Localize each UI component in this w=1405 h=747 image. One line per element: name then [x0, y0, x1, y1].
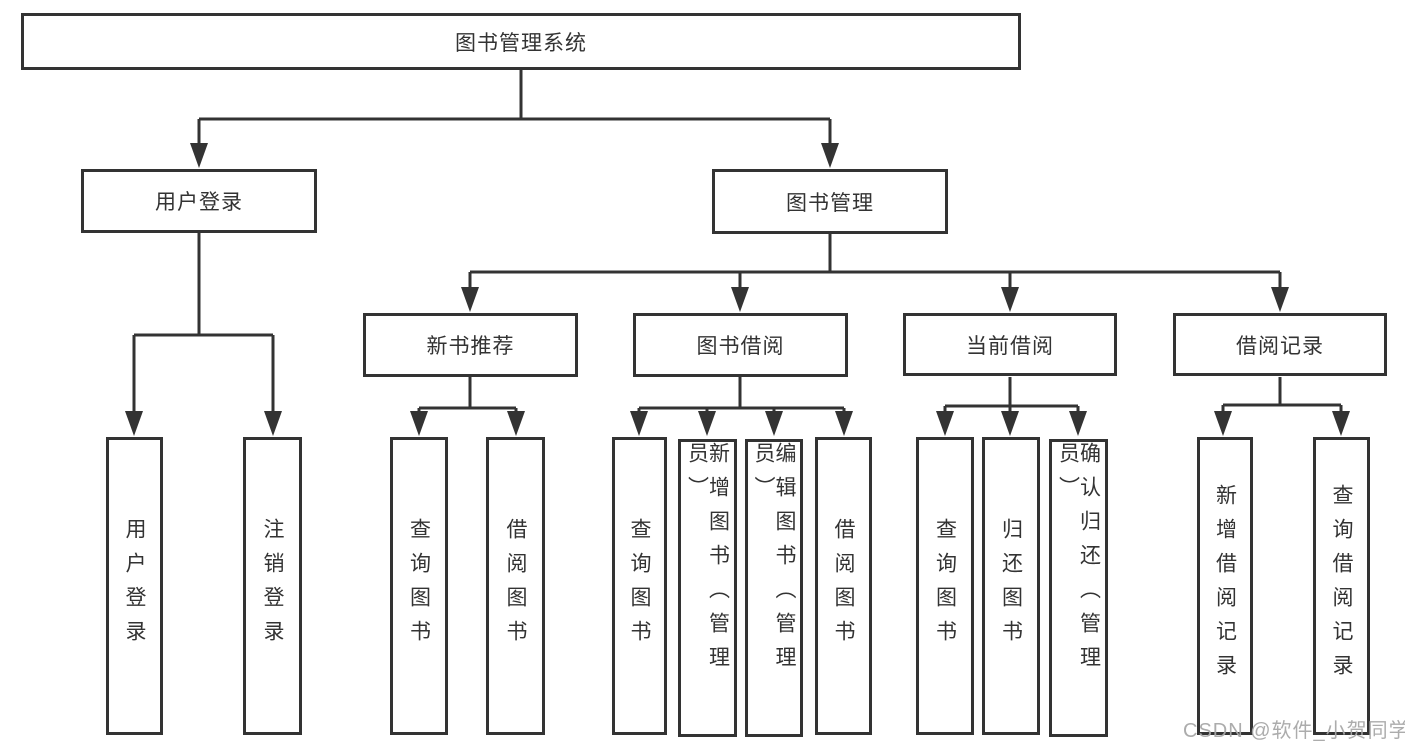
node-borrow-record: 借阅记录 [1173, 313, 1387, 376]
connector-new-book-children [417, 377, 518, 414]
leaf-add-borrow-record: 新增借阅记录 [1197, 437, 1253, 735]
leaf-confirm-return-admin: 确认归还（管理员） [1049, 439, 1108, 737]
node-new-book-recommend: 新书推荐 [363, 313, 578, 377]
node-book-borrow: 图书借阅 [633, 313, 848, 377]
connector-user-login-children [132, 233, 275, 413]
leaf-query-book-1: 查询图书 [390, 437, 448, 735]
leaf-edit-book-admin: 编辑图书（管理员） [745, 439, 803, 737]
connector-book-mgmt-sections [468, 234, 1282, 289]
leaf-query-book-2: 查询图书 [612, 437, 667, 735]
connector-current-borrow-children [943, 377, 1080, 414]
arrowheads [125, 143, 1350, 436]
node-root-library-system: 图书管理系统 [21, 13, 1021, 70]
leaf-add-book-admin: 新增图书（管理员） [678, 439, 737, 737]
connector-borrow-record-children [1221, 377, 1343, 414]
node-current-borrow: 当前借阅 [903, 313, 1117, 376]
leaf-query-borrow-record: 查询借阅记录 [1313, 437, 1370, 735]
connector-root-to-level2 [197, 70, 832, 145]
leaf-borrow-book-1: 借阅图书 [486, 437, 545, 735]
leaf-user-login: 用户登录 [106, 437, 163, 735]
leaf-logout: 注销登录 [243, 437, 302, 735]
leaf-query-book-3: 查询图书 [916, 437, 974, 735]
leaf-return-book: 归还图书 [982, 437, 1040, 735]
watermark: CSDN @软件_小贺同学 [1183, 720, 1405, 742]
leaf-borrow-book-2: 借阅图书 [815, 437, 872, 735]
connector-book-borrow-children [637, 377, 846, 414]
node-user-login: 用户登录 [81, 169, 317, 233]
node-book-management: 图书管理 [712, 169, 948, 234]
